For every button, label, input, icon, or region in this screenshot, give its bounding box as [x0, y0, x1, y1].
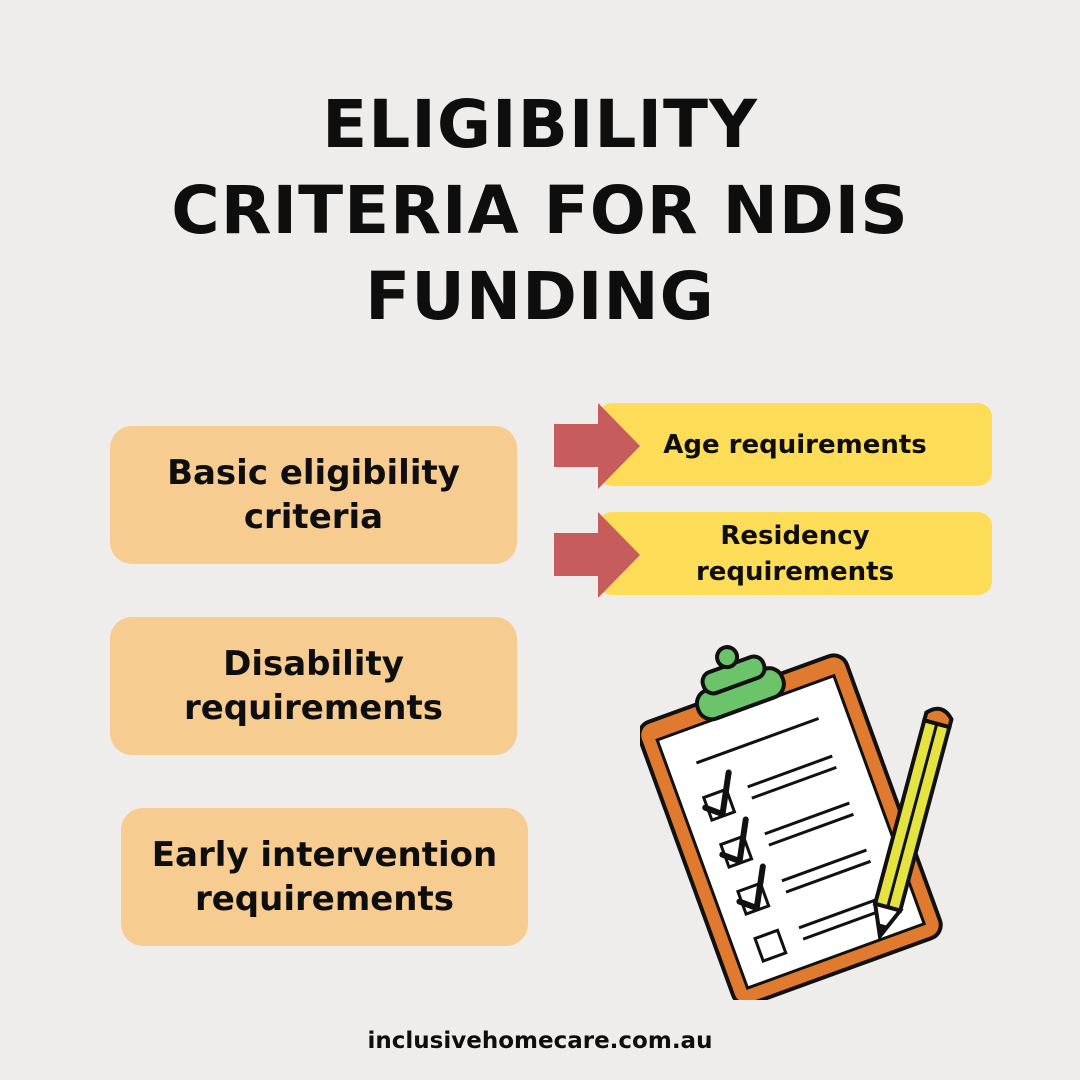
arrow-right-icon [554, 403, 640, 489]
box-label: Residency [720, 520, 870, 551]
title-line-2: CRITERIA FOR NDIS [171, 172, 909, 249]
box-label: criteria [243, 497, 384, 537]
title-line-1: ELIGIBILITY [322, 86, 758, 163]
box-label: Age requirements [663, 429, 927, 460]
title-line-3: FUNDING [365, 258, 715, 335]
box-label: requirements [183, 688, 444, 728]
residency-requirements-box: Residency requirements [598, 512, 992, 595]
box-label: Disability [223, 644, 404, 684]
age-requirements-box: Age requirements [598, 403, 992, 486]
box-label: requirements [695, 556, 895, 587]
website-url: inclusivehomecare.com.au [367, 1028, 713, 1054]
box-label: Early intervention [151, 835, 498, 875]
box-label: requirements [194, 879, 455, 919]
page-title: ELIGIBILITY CRITERIA FOR NDIS FUNDING [0, 82, 1080, 340]
clipboard-checklist-icon [640, 645, 954, 1000]
arrow-right-icon [554, 512, 640, 598]
box-label: Basic eligibility [167, 453, 460, 493]
